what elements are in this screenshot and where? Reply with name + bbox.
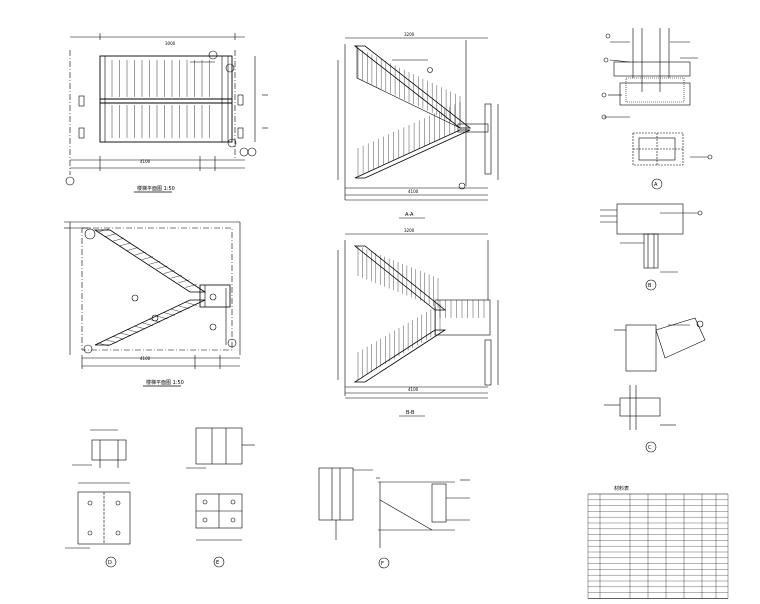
detail-d-anchor-plate: D <box>65 429 131 568</box>
stair-plan-view-bottom: 4100 楼梯平面图 1:50 <box>64 221 241 387</box>
detail-c-knee-connection: C <box>604 317 706 453</box>
railing-upper-flight-b <box>357 246 439 308</box>
detail-f-label: F <box>381 561 384 567</box>
svg-text:3000: 3000 <box>165 41 176 46</box>
detail-b-label: B <box>648 283 652 289</box>
detail-c-label: C <box>648 445 652 451</box>
svg-text:4100: 4100 <box>408 387 419 392</box>
detail-a-label: A <box>654 182 658 188</box>
detail-e-column-base: E <box>186 427 255 568</box>
detail-d-label: D <box>108 560 112 566</box>
section-a-caption: A-A <box>405 212 414 218</box>
material-table-title: 材料表 <box>614 485 629 492</box>
plan-top-caption: 楼梯平面图 1:50 <box>137 185 175 192</box>
svg-text:3200: 3200 <box>404 228 415 233</box>
material-table-grid <box>587 493 729 599</box>
detail-b-beam-connection: B <box>600 203 703 291</box>
plan-bottom-caption: 楼梯平面图 1:50 <box>146 379 184 386</box>
railing-landing-b <box>439 300 485 318</box>
material-table: 材料表 <box>587 485 729 599</box>
svg-text:4100: 4100 <box>140 159 151 164</box>
section-b-caption: B-B <box>406 410 415 416</box>
detail-a-base-connection: A <box>601 28 713 190</box>
railing-lower-flight-a <box>357 102 461 176</box>
detail-f-wall-connection: F <box>318 467 470 569</box>
stair-section-b-b: 3200 4100 B-B <box>337 228 499 417</box>
stair-treads-diagonal <box>97 228 197 347</box>
svg-text:4100: 4100 <box>408 189 419 194</box>
svg-text:3200: 3200 <box>404 32 415 37</box>
stair-plan-view-top: 3000 4100 楼梯平面图 1:50 <box>65 33 268 193</box>
detail-a-mark <box>651 178 663 190</box>
detail-e-label: E <box>216 560 219 566</box>
svg-text:4100: 4100 <box>140 356 151 361</box>
stair-section-a-a: 3200 4100 A-A <box>337 32 499 219</box>
stair-treads-lower-flight <box>111 105 210 138</box>
railing-lower-flight-b <box>357 304 441 380</box>
stair-treads-upper-flight <box>111 60 210 97</box>
